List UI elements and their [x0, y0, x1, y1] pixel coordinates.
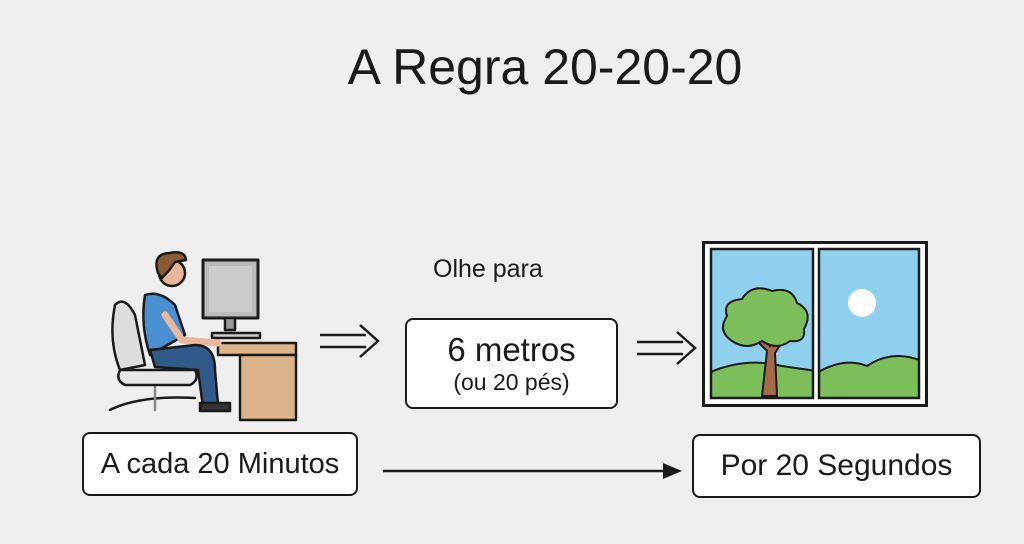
double-arrow-icon	[320, 324, 380, 358]
double-arrow-icon	[637, 331, 697, 365]
duration-label: Por 20 Segundos	[692, 434, 981, 498]
distance-value: 6 metros	[447, 330, 576, 368]
page-title: A Regra 20-20-20	[347, 39, 743, 95]
window-view-icon	[702, 241, 928, 407]
person-at-computer-icon	[108, 251, 298, 422]
duration-text: Por 20 Segundos	[720, 449, 953, 482]
interval-label: A cada 20 Minutos	[82, 432, 358, 496]
interval-text: A cada 20 Minutos	[100, 447, 340, 480]
look-at-caption: Olhe para	[433, 255, 543, 283]
long-arrow-icon	[383, 463, 682, 479]
distance-alt: (ou 20 pés)	[453, 368, 570, 395]
distance-box: 6 metros (ou 20 pés)	[405, 318, 618, 409]
